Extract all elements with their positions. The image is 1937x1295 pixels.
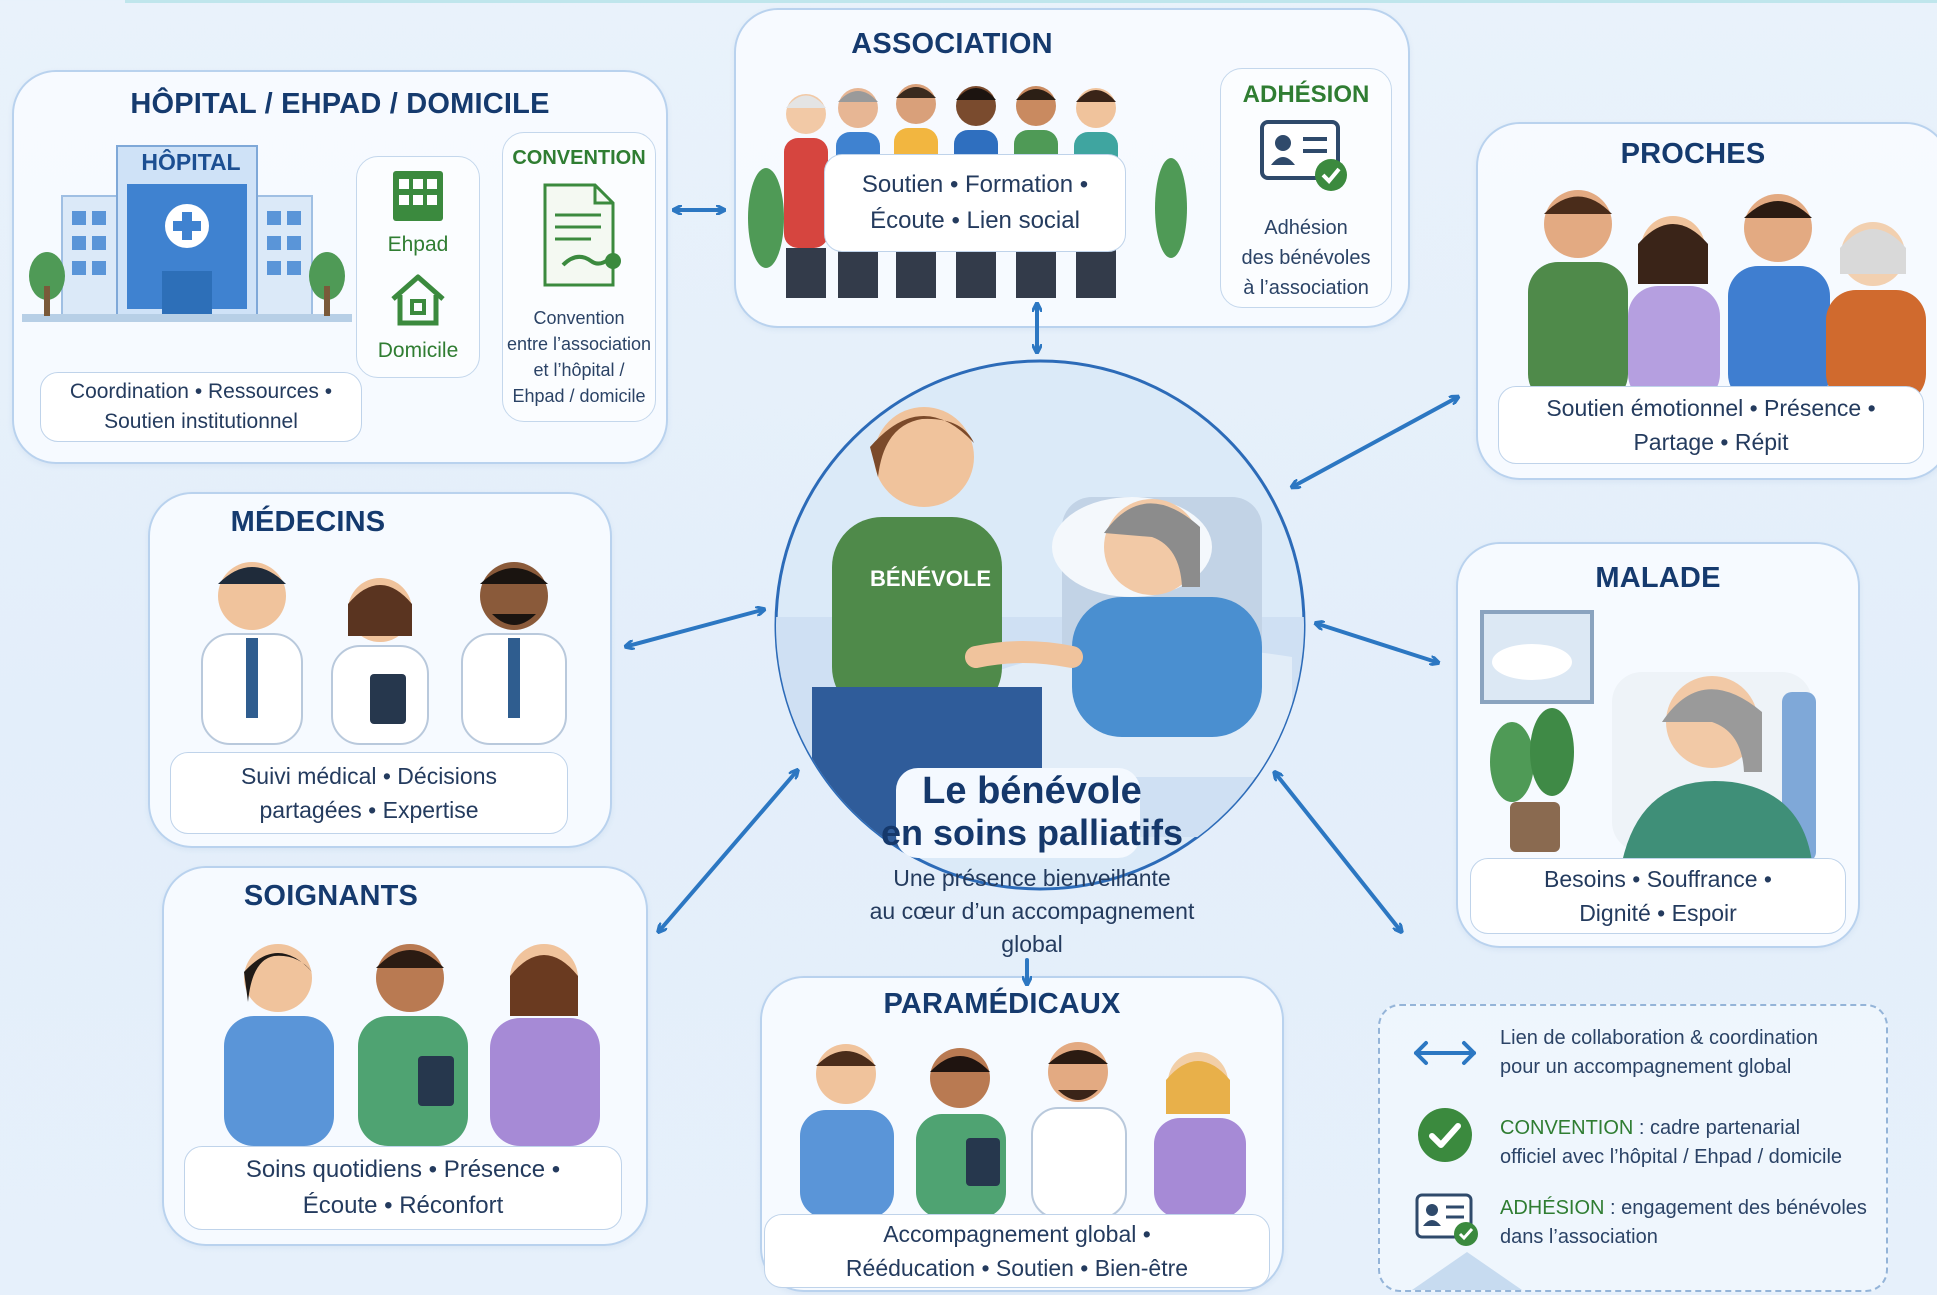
caregivers-panel-title: SOIGNANTS xyxy=(243,880,419,912)
caregivers-caption-line-2: Écoute • Réconfort xyxy=(302,1192,504,1219)
hospital-panel: HÔPITAL / EHPAD / DOMICILE HÔPITAL xyxy=(12,70,668,464)
patient-caption-line-2: Dignité • Espoir xyxy=(1579,900,1737,926)
center-subtitle-line-2: au cœur d’un accompagnement xyxy=(869,898,1195,924)
adhesion-title: ADHÉSION xyxy=(1242,81,1370,108)
relatives-caption-line-1: Soutien émotionnel • Présence • xyxy=(1546,395,1876,421)
caregivers-panel: SOIGNANTS Soins quotidiens • Présence • … xyxy=(162,866,648,1246)
association-caption-line-2: Écoute • Lien social xyxy=(870,207,1080,234)
association-caption-line-1: Soutien • Formation • xyxy=(861,171,1089,198)
paramedical-caption: Accompagnement global • Rééducation • So… xyxy=(764,1214,1270,1288)
arrow-doctors-center xyxy=(628,610,762,646)
volunteer-bedside-illustration xyxy=(774,359,1306,891)
convention-line-1: Convention xyxy=(533,308,625,328)
patient-panel: MALADE Besoins • Souffrance • Dignité • … xyxy=(1456,542,1860,948)
convention-line-4: Ehpad / domicile xyxy=(512,386,646,406)
hospital-caption: Coordination • Ressources • Soutien inst… xyxy=(40,372,362,442)
hospital-building-illustration xyxy=(22,145,352,322)
ehpad-label: Ehpad xyxy=(387,233,449,256)
convention-line-3: et l’hôpital / xyxy=(533,360,625,380)
paramedical-panel-title: PARAMÉDICAUX xyxy=(883,988,1121,1020)
patient-in-bed-illustration xyxy=(1480,610,1816,862)
ehpad-domicile-card: Ehpad Domicile xyxy=(356,156,480,378)
volunteer-shirt-label: BÉNÉVOLE xyxy=(870,566,992,591)
arrow-center-legend xyxy=(1276,774,1400,930)
adhesion-description: Adhésion des bénévoles à l’association xyxy=(1221,213,1391,303)
hospital-panel-title: HÔPITAL / EHPAD / DOMICILE xyxy=(130,88,550,120)
legend-convention-line-2: officiel avec l’hôpital / Ehpad / domici… xyxy=(1500,1146,1843,1168)
home-icon xyxy=(391,274,445,326)
paramedical-caption-line-1: Accompagnement global • xyxy=(883,1221,1151,1247)
doctors-caption: Suivi médical • Décisions partagées • Ex… xyxy=(170,752,568,834)
adhesion-line-2: des bénévoles xyxy=(1241,247,1371,269)
convention-card: CONVENTION Convention entre l’associatio… xyxy=(502,132,656,422)
legend-box: Lien de collaboration & coordination pou… xyxy=(1378,1004,1888,1292)
legend-collaboration-line-2: pour un accompagnement global xyxy=(1500,1056,1792,1078)
relatives-panel: PROCHES Soutien émotionnel • Présence • … xyxy=(1476,122,1937,480)
adhesion-line-1: Adhésion xyxy=(1264,217,1348,239)
association-panel-title: ASSOCIATION xyxy=(851,28,1053,60)
legend-collaboration-line-1: Lien de collaboration & coordination xyxy=(1500,1027,1818,1049)
hospital-caption-line-2: Soutien institutionnel xyxy=(104,410,298,433)
doctors-caption-line-1: Suivi médical • Décisions xyxy=(240,763,498,789)
legend-item-adhesion: ADHÉSION : engagement des bénévoles dans… xyxy=(1500,1194,1867,1252)
center-subtitle-line-1: Une présence bienveillante xyxy=(893,865,1171,891)
center-title-box xyxy=(896,768,1140,858)
arrow-caregivers-center xyxy=(660,772,796,930)
relatives-caption: Soutien émotionnel • Présence • Partage … xyxy=(1498,386,1924,464)
patient-caption: Besoins • Souffrance • Dignité • Espoir xyxy=(1470,858,1846,934)
double-arrow-icon xyxy=(1414,1041,1476,1065)
membership-card-icon xyxy=(1415,1193,1478,1246)
doctors-panel: MÉDECINS Suivi médical • Décisions parta… xyxy=(148,492,612,848)
ehpad-building-icon xyxy=(393,171,443,221)
association-caption: Soutien • Formation • Écoute • Lien soci… xyxy=(824,154,1126,252)
paramedical-caption-line-2: Rééducation • Soutien • Bien-être xyxy=(845,1255,1189,1281)
legend-adhesion-key: ADHÉSION xyxy=(1500,1197,1605,1219)
patient-caption-line-1: Besoins • Souffrance • xyxy=(1544,866,1772,892)
legend-item-convention: CONVENTION : cadre partenarial officiel … xyxy=(1500,1114,1842,1172)
caregivers-illustration xyxy=(224,944,600,1146)
family-illustration xyxy=(1528,190,1926,404)
relatives-caption-line-2: Partage • Répit xyxy=(1633,429,1789,455)
hospital-building-label: HÔPITAL xyxy=(141,149,241,175)
paramedical-team-illustration xyxy=(800,1042,1246,1219)
adhesion-line-3: à l’association xyxy=(1243,277,1369,299)
doctors-illustration xyxy=(201,562,567,745)
legend-corner-decoration xyxy=(1412,1252,1522,1290)
domicile-label: Domicile xyxy=(377,339,459,362)
membership-card-icon xyxy=(1260,120,1347,191)
legend-convention-key: CONVENTION xyxy=(1500,1117,1634,1139)
hospital-caption-line-1: Coordination • Ressources • xyxy=(69,380,333,403)
doctors-caption-line-2: partagées • Expertise xyxy=(259,797,479,823)
center-title-line-1: Le bénévole xyxy=(922,770,1142,812)
center-title-line-2: en soins palliatifs xyxy=(880,812,1184,853)
caregivers-caption-line-1: Soins quotidiens • Présence • xyxy=(245,1156,561,1183)
paramedical-panel: PARAMÉDICAUX Accompagnement global • Réé… xyxy=(760,976,1284,1292)
legend-convention-rest: : cadre partenarial xyxy=(1633,1117,1801,1139)
adhesion-card: ADHÉSION Adhésion des bénévoles à l’asso… xyxy=(1220,68,1392,308)
legend-adhesion-rest: : engagement des bénévoles xyxy=(1604,1197,1867,1219)
convention-description: Convention entre l’association et l’hôpi… xyxy=(503,305,655,409)
convention-title: CONVENTION xyxy=(512,147,646,169)
arrow-center-relatives xyxy=(1294,398,1456,486)
legend-item-collaboration: Lien de collaboration & coordination pou… xyxy=(1500,1024,1818,1082)
top-divider xyxy=(125,0,1937,3)
caregivers-caption: Soins quotidiens • Présence • Écoute • R… xyxy=(184,1146,622,1230)
center-subtitle-line-3: global xyxy=(1001,931,1063,957)
check-circle-icon xyxy=(1418,1108,1472,1162)
convention-document-icon xyxy=(543,183,621,287)
patient-panel-title: MALADE xyxy=(1595,562,1721,594)
convention-line-2: entre l’association xyxy=(506,334,652,354)
center-subtitle: Une présence bienveillante au cœur d’un … xyxy=(812,862,1252,961)
doctors-panel-title: MÉDECINS xyxy=(230,506,386,538)
association-panel: ASSOCIATION xyxy=(734,8,1410,328)
legend-adhesion-line-2: dans l’association xyxy=(1500,1226,1658,1248)
arrow-center-patient xyxy=(1318,624,1436,662)
relatives-panel-title: PROCHES xyxy=(1620,138,1766,170)
